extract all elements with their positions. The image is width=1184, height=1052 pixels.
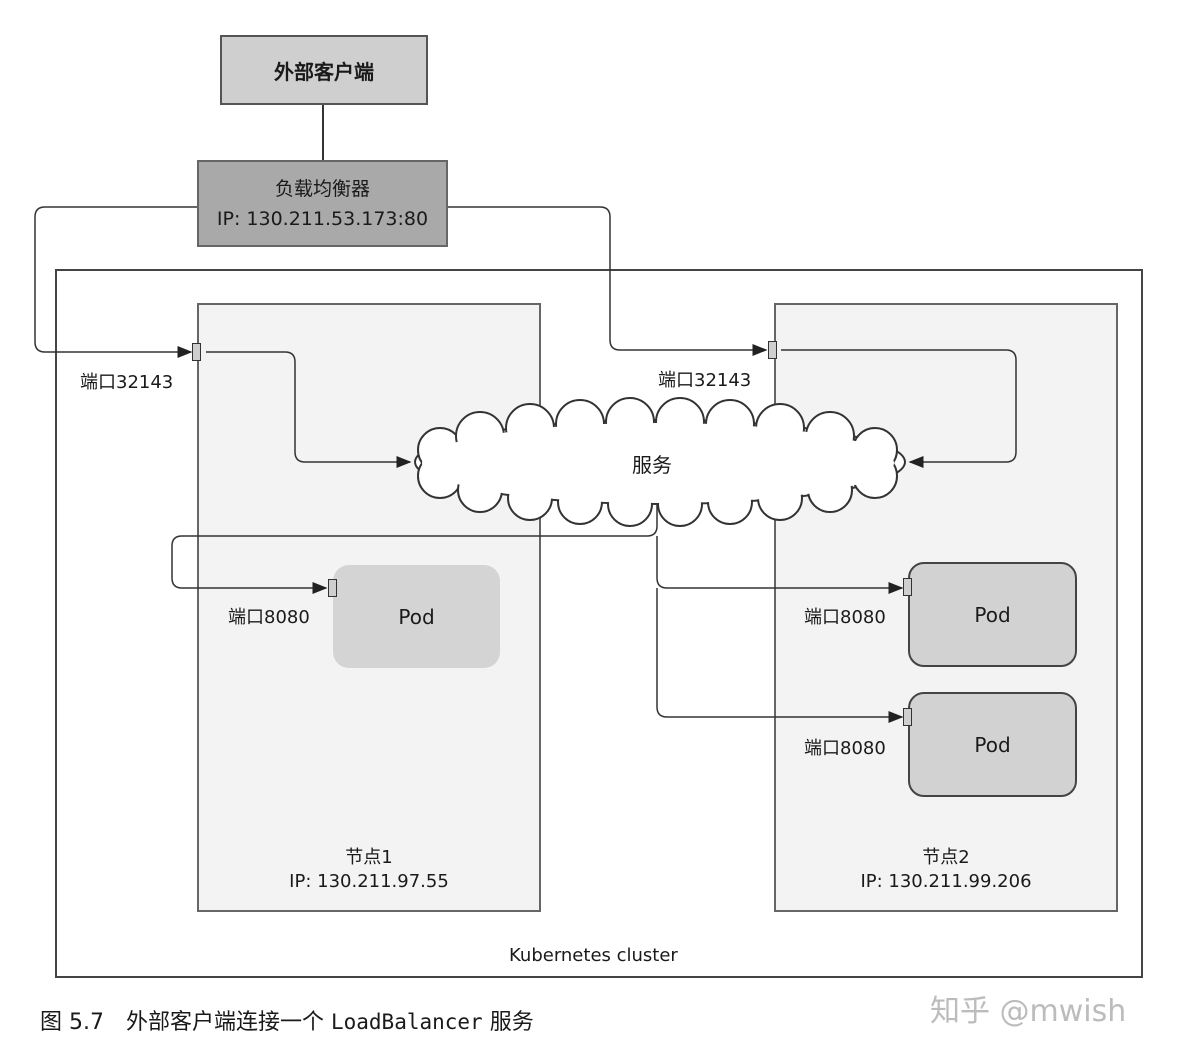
external-client-box: 外部客户端 [220, 35, 428, 105]
watermark: 知乎 @mwish [930, 994, 1127, 1029]
node2-label: 节点2 IP: 130.211.99.206 [774, 846, 1118, 894]
pod1-port-label: 端口8080 [228, 607, 310, 628]
pod-label: Pod [398, 604, 435, 629]
service-to-pod2 [656, 536, 904, 594]
lb-to-node1-port [34, 206, 197, 358]
pod2-port-icon [903, 578, 912, 596]
load-balancer-ip: IP: 130.211.53.173:80 [216, 207, 429, 230]
node2-port-icon [768, 341, 777, 359]
node2-name: 节点2 [922, 847, 970, 868]
lb-to-node2-port [448, 206, 768, 356]
node1-port-to-service [206, 351, 412, 468]
pod2-port-label: 端口8080 [804, 607, 886, 628]
service-label: 服务 [632, 453, 672, 477]
service-to-pod1 [171, 505, 658, 594]
pod-label: Pod [974, 732, 1011, 757]
node2-ip: IP: 130.211.99.206 [860, 871, 1032, 892]
node2-port-to-service [781, 349, 1017, 468]
pod1-port-icon [328, 579, 337, 597]
node1-name: 节点1 [345, 847, 393, 868]
node2-port-label: 端口32143 [658, 370, 752, 391]
load-balancer-box: 负载均衡器 IP: 130.211.53.173:80 [197, 160, 448, 247]
cluster-label: Kubernetes cluster [509, 945, 678, 966]
pod-label: Pod [974, 602, 1011, 627]
node1-label: 节点1 IP: 130.211.97.55 [197, 846, 541, 894]
pod3-port-icon [903, 708, 912, 726]
caption-suffix: 服务 [482, 1010, 534, 1035]
external-client-label: 外部客户端 [274, 59, 374, 84]
node1-port-label: 端口32143 [80, 372, 174, 393]
caption-prefix: 图 5.7 外部客户端连接一个 [40, 1010, 331, 1035]
pod-node2-a: Pod [908, 562, 1077, 667]
service-to-pod3 [656, 588, 904, 723]
load-balancer-title: 负载均衡器 [274, 177, 370, 200]
pod-node2-b: Pod [908, 692, 1077, 797]
kubernetes-cluster [55, 269, 1143, 978]
figure-caption: 图 5.7 外部客户端连接一个 LoadBalancer 服务 [40, 1004, 534, 1036]
node1-port-icon [192, 343, 201, 361]
node1-ip: IP: 130.211.97.55 [289, 871, 449, 892]
pod3-port-label: 端口8080 [804, 738, 886, 759]
caption-code: LoadBalancer [330, 1010, 483, 1034]
pod-node1: Pod [333, 565, 500, 668]
